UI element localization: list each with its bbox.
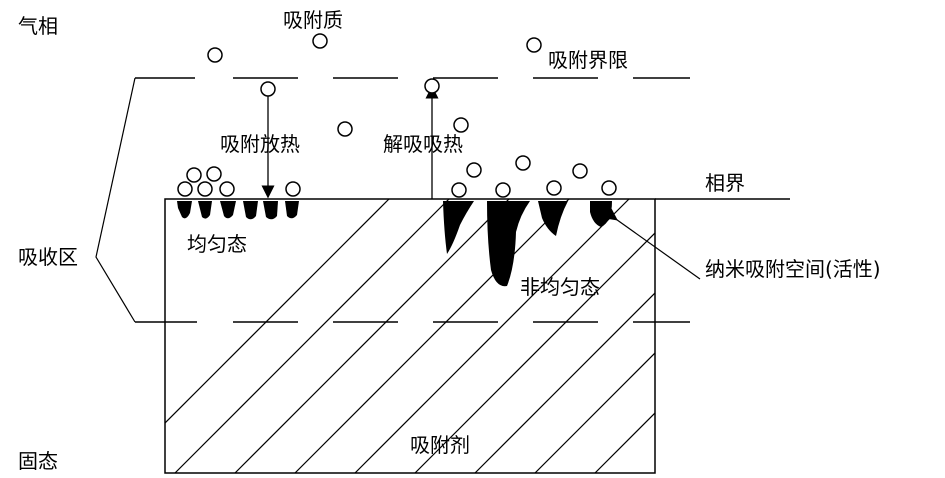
nano-space-label: 纳米吸附空间(活性) [705, 257, 881, 281]
hatch-pattern [165, 199, 655, 473]
adsorbate-molecules [177, 33, 617, 198]
gas-phase-label: 气相 [18, 14, 58, 38]
hatch-line [654, 472, 655, 473]
heterogeneous-pores [443, 201, 612, 287]
adsorption-boundary-label: 吸附界限 [548, 48, 628, 72]
adsorbent-label: 吸附剂 [410, 433, 470, 457]
hatch-line [294, 199, 570, 473]
hatch-line [165, 199, 390, 424]
hatch-line [534, 352, 655, 473]
hatch-line [594, 412, 655, 473]
hatch-line [474, 292, 655, 473]
absorption-zone-leader [95, 77, 136, 323]
nano-space-leader [604, 208, 701, 280]
absorption-zone-label: 吸收区 [18, 245, 78, 269]
hatch-line [354, 199, 630, 473]
phase-boundary-label: 相界 [705, 171, 745, 195]
homogeneous-pores [177, 201, 299, 220]
hatch-line [234, 199, 510, 473]
adsorbate-label: 吸附质 [283, 8, 343, 32]
homogeneous-label: 均匀态 [187, 232, 247, 256]
desorbed-molecule [424, 78, 440, 94]
adsorption-heat-label: 吸附放热 [220, 132, 300, 156]
hatch-line [174, 199, 450, 473]
solid-state-label: 固态 [18, 449, 58, 473]
desorption-heat-label: 解吸吸热 [383, 132, 463, 156]
hatch-line [414, 232, 655, 473]
heterogeneous-label: 非均匀态 [520, 275, 600, 299]
adsorbent-block [164, 198, 656, 474]
